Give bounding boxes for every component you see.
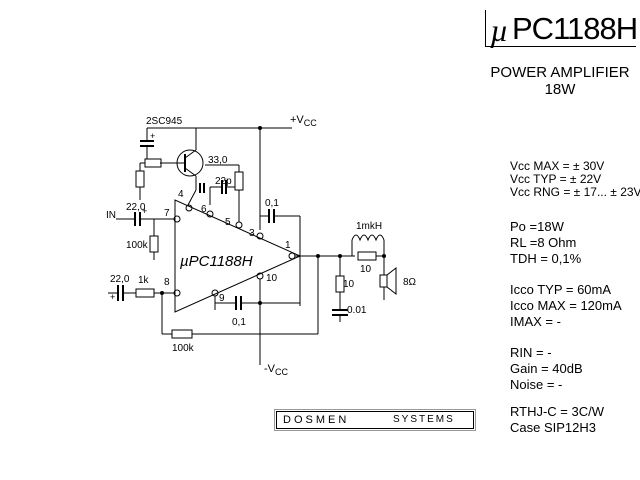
label-c01-bottom: 0,1 bbox=[232, 317, 246, 328]
label-r-10-shunt: 10 bbox=[343, 279, 355, 290]
label-22p: 22p bbox=[215, 176, 232, 187]
label-r-10-series: 10 bbox=[360, 264, 372, 275]
speaker-body bbox=[379, 274, 388, 288]
label-c-fb: 22,0 bbox=[110, 274, 130, 285]
label-r-100k-fb: 100k bbox=[172, 343, 195, 354]
pin-1-label: 1 bbox=[285, 240, 291, 251]
pin-6-node bbox=[206, 210, 214, 218]
label-r33: 33,0 bbox=[208, 155, 228, 166]
ic-label: µPC1188H bbox=[180, 253, 253, 270]
brand-left: DOSMEN bbox=[283, 414, 350, 426]
plus-sign-tl: + bbox=[150, 131, 155, 141]
plus-sign-in: + bbox=[142, 206, 147, 216]
heading: POWER AMPLIFIER 18W bbox=[490, 64, 630, 98]
label-c01-top: 0,1 bbox=[265, 198, 279, 209]
pin-1-node bbox=[288, 252, 296, 260]
spec-group-current: Icco TYP = 60mA Icco MAX = 120mA IMAX = … bbox=[510, 282, 622, 330]
spec-noise: Noise = - bbox=[510, 377, 563, 392]
transistor-collector bbox=[184, 149, 197, 159]
spec-vcc-typ: Vcc TYP = ± 22V bbox=[510, 172, 602, 186]
brand-box: DOSMEN SYSTEMS bbox=[274, 409, 476, 431]
heading-line1: POWER AMPLIFIER bbox=[490, 64, 630, 81]
pin-7-label: 7 bbox=[164, 208, 170, 219]
spec-gain: Gain = 40dB bbox=[510, 361, 583, 376]
pin-8-label: 8 bbox=[164, 277, 170, 288]
inductor bbox=[351, 234, 385, 242]
input-label: IN bbox=[106, 210, 116, 221]
resistor-10-series bbox=[357, 251, 377, 261]
spec-group-input: RIN = - Gain = 40dB Noise = - bbox=[510, 345, 583, 393]
pin-7-node bbox=[173, 215, 181, 223]
resistor-base bbox=[144, 158, 162, 168]
spec-vcc-max: Vcc MAX = ± 30V bbox=[510, 159, 605, 173]
spec-tdh: TDH = 0,1% bbox=[510, 251, 582, 266]
resistor-base-down bbox=[135, 170, 145, 188]
plus-sign-fb: + bbox=[110, 292, 115, 302]
pin-10-label: 10 bbox=[266, 273, 278, 284]
title-box: µ PC1188H bbox=[485, 10, 638, 48]
spec-rin: RIN = - bbox=[510, 345, 552, 360]
resistor-100k-fb bbox=[171, 329, 193, 339]
pin-9-label: 9 bbox=[219, 293, 225, 304]
junction-c01-bottom bbox=[258, 301, 262, 305]
heading-line2: 18W bbox=[544, 81, 576, 98]
spec-po: Po =18W bbox=[510, 219, 564, 234]
spec-case: Case SIP12H3 bbox=[510, 420, 596, 435]
spec-rthj: RTHJ-C = 3C/W bbox=[510, 404, 605, 419]
junction-out-1 bbox=[316, 254, 320, 258]
spec-group-thermal: RTHJ-C = 3C/W Case SIP12H3 bbox=[510, 404, 604, 436]
pin-8-node bbox=[173, 289, 181, 297]
spec-group-output: Po =18W RL =8 Ohm TDH = 0,1% bbox=[510, 219, 581, 267]
pin-6-label: 6 bbox=[201, 204, 207, 215]
spec-imax: IMAX = - bbox=[510, 314, 561, 329]
pin-4-label: 4 bbox=[178, 189, 184, 200]
chip-prefix: µ bbox=[490, 12, 509, 48]
vcc-pos-label: +VCC bbox=[290, 114, 317, 128]
spec-vcc-rng: Vcc RNG = ± 17... ± 23V bbox=[510, 185, 640, 199]
spec-icco-typ: Icco TYP = 60mA bbox=[510, 282, 612, 297]
resistor-33 bbox=[234, 171, 244, 191]
spec-icco-max: Icco MAX = 120mA bbox=[510, 298, 622, 313]
spec-rl: RL =8 Ohm bbox=[510, 235, 577, 250]
transistor-label: 2SC945 bbox=[146, 116, 183, 127]
label-speaker: 8Ω bbox=[403, 277, 417, 288]
wire-emitter-pin4 bbox=[187, 189, 197, 206]
pin-3-label: 3 bbox=[249, 228, 255, 239]
pin-5-node bbox=[235, 221, 243, 229]
resistor-100k-in bbox=[149, 235, 159, 253]
label-inductor: 1mkH bbox=[356, 221, 382, 232]
pin-5-label: 5 bbox=[225, 217, 231, 228]
spec-group-voltage: Vcc MAX = ± 30V Vcc TYP = ± 22V Vcc RNG … bbox=[510, 160, 640, 199]
label-c-001: 0.01 bbox=[347, 305, 367, 316]
vcc-neg-label: -VCC bbox=[264, 363, 288, 377]
speaker-cone bbox=[386, 266, 397, 296]
pin-4-node bbox=[185, 204, 193, 212]
transistor-emitter bbox=[184, 167, 197, 177]
label-r-100k-in: 100k bbox=[126, 240, 149, 251]
brand-right: SYSTEMS bbox=[393, 414, 455, 425]
label-r-1k: 1k bbox=[138, 275, 150, 286]
pin-3-node bbox=[256, 232, 264, 240]
chip-name: PC1188H bbox=[512, 11, 638, 46]
resistor-1k bbox=[135, 288, 155, 298]
label-c-in: 22,0 bbox=[126, 202, 146, 213]
